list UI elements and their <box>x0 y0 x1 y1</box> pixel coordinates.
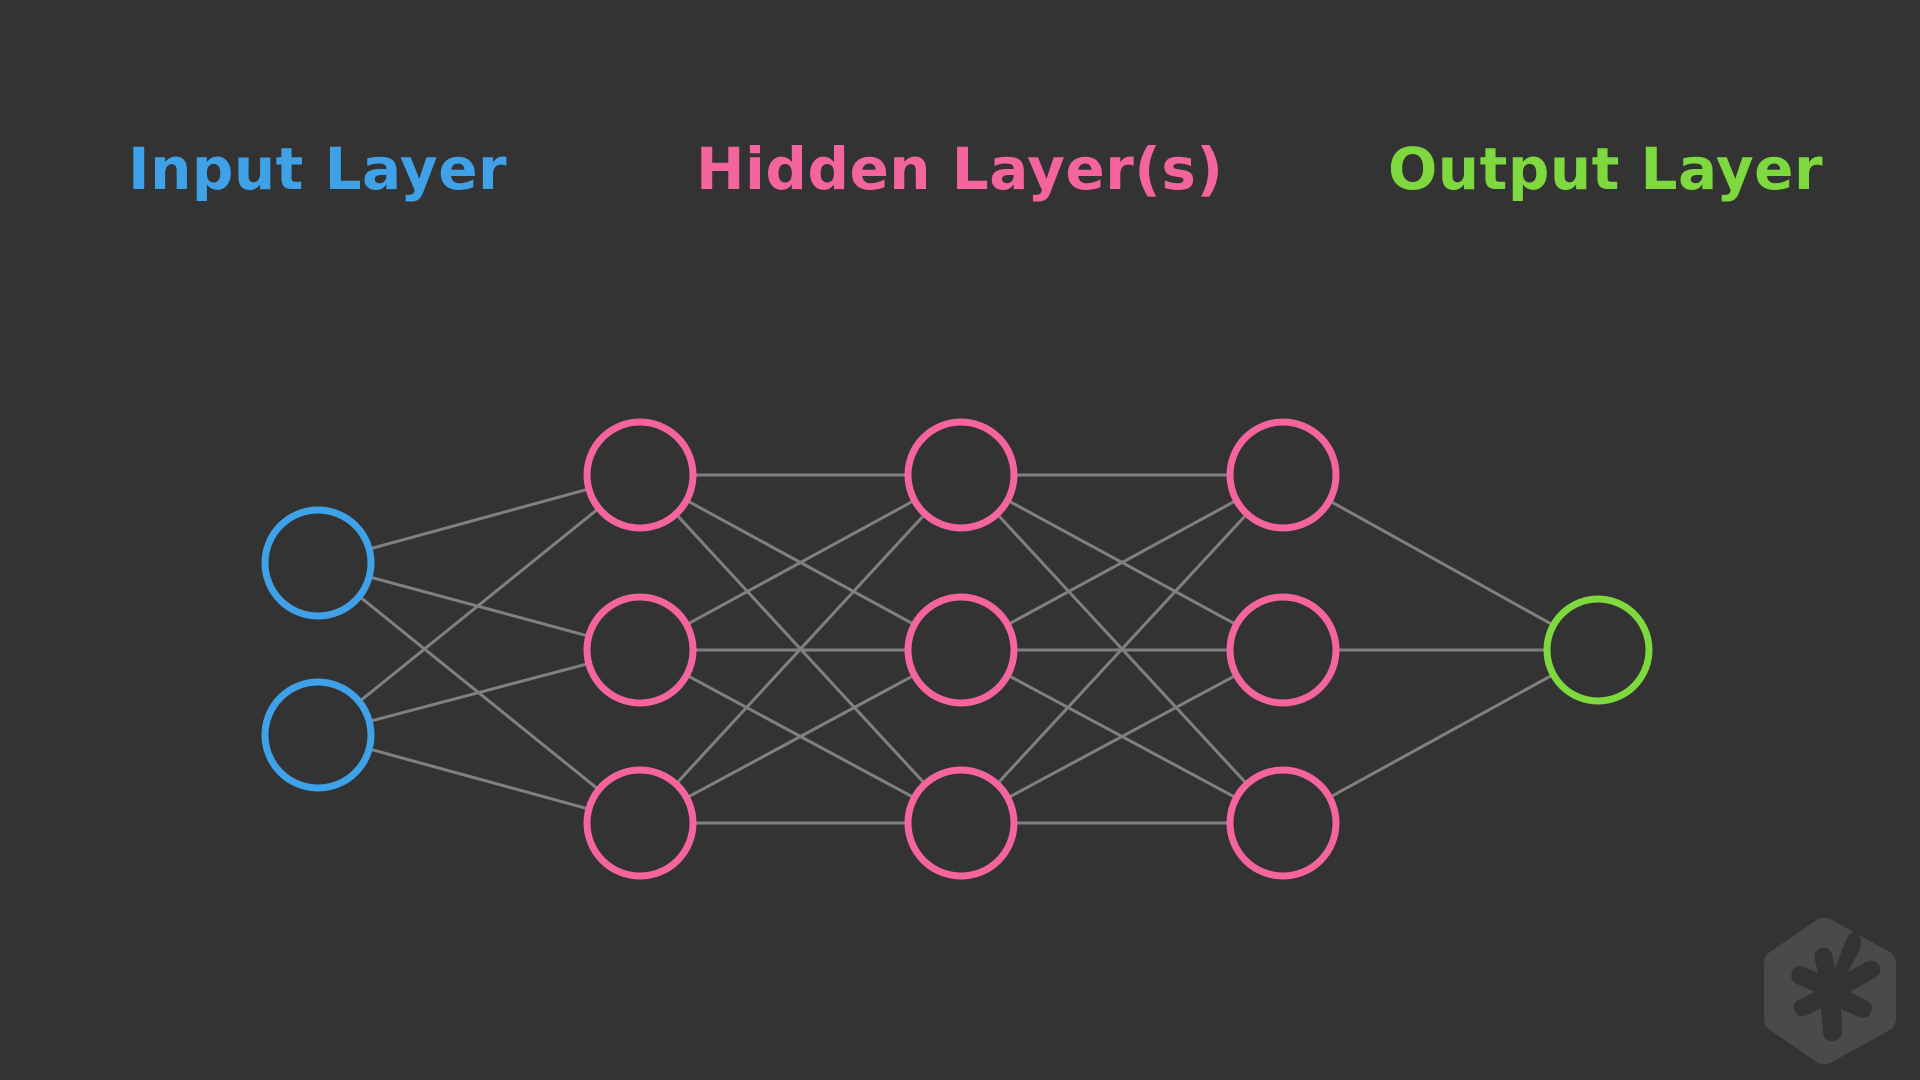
node-i2[interactable] <box>261 678 375 792</box>
edge-h1-2-h2-1 <box>685 498 916 627</box>
layer-label-input: Input Layer <box>128 135 508 203</box>
node-h1-1[interactable] <box>583 418 697 532</box>
nodes-group <box>261 418 1653 880</box>
node-o1[interactable] <box>1543 595 1653 705</box>
edge-h2-2-h3-1 <box>1006 498 1238 627</box>
tree-glyph <box>1791 932 1881 1042</box>
node-h1-2[interactable] <box>583 593 697 707</box>
edge-i2-h1-3 <box>367 747 591 811</box>
node-h3-3[interactable] <box>1226 766 1340 880</box>
node-h2-1[interactable] <box>904 418 1018 532</box>
edge-i2-h1-1 <box>357 506 601 704</box>
edge-h3-3-o1 <box>1327 673 1555 799</box>
edge-h2-3-h3-2 <box>1006 673 1238 800</box>
layer-label-hidden: Hidden Layer(s) <box>696 135 1224 203</box>
node-h3-1[interactable] <box>1226 418 1340 532</box>
edge-h1-3-h2-2 <box>685 673 916 800</box>
hexagon-logo-watermark <box>1764 917 1896 1065</box>
edge-i2-h1-2 <box>367 662 591 723</box>
node-h2-3[interactable] <box>904 766 1018 880</box>
edge-i1-h1-1 <box>367 487 591 551</box>
edge-h2-3-h3-1 <box>995 512 1249 786</box>
node-h3-2[interactable] <box>1226 593 1340 707</box>
edges-group <box>357 473 1555 825</box>
node-h2-2[interactable] <box>904 593 1018 707</box>
edge-h1-3-h2-1 <box>674 512 927 786</box>
edge-h3-1-o1 <box>1327 499 1555 627</box>
node-i1[interactable] <box>261 506 375 620</box>
layer-label-output: Output Layer <box>1388 135 1824 203</box>
node-h1-3[interactable] <box>583 766 697 880</box>
